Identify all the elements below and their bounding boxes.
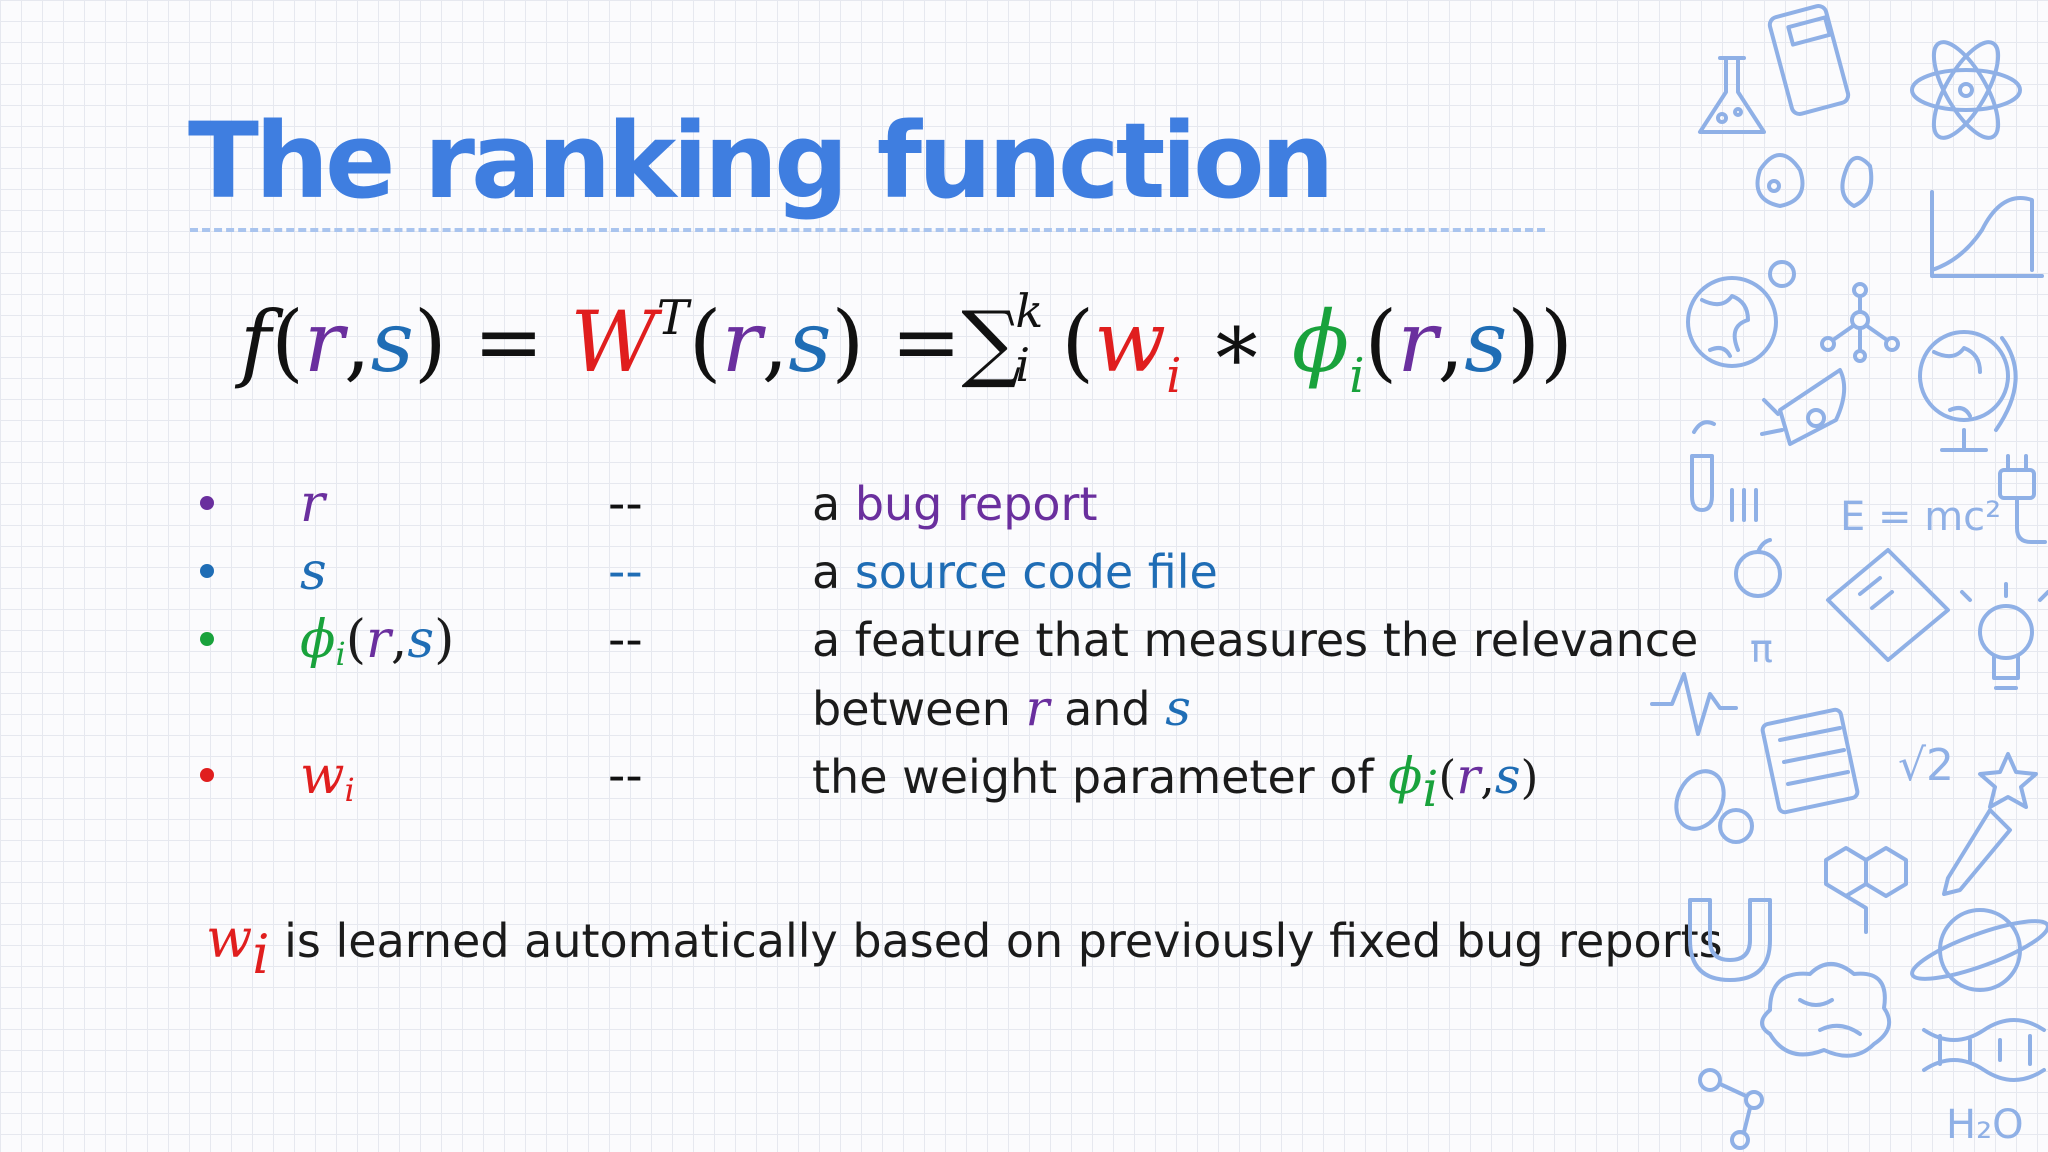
science-doodles-decoration: E = mc² π √2 [1650, 3, 2048, 1150]
definition-text: between r and s [812, 679, 1191, 737]
formula-times: ∗ [1181, 293, 1292, 391]
pills-icon [1674, 769, 1754, 844]
slide-title: The ranking function [188, 100, 1335, 222]
abacus-icon [1760, 707, 1860, 815]
formula-s: s [370, 293, 414, 391]
note-text: is learned automatically based on previo… [269, 914, 1723, 968]
formula-comma: , [761, 293, 789, 391]
sigma-symbol: ∑ [961, 293, 1022, 391]
atom-icon [1910, 40, 2022, 140]
definition-text: the weight parameter of ϕi(r,s) [812, 747, 1539, 818]
test-tube-icon [1690, 420, 1716, 512]
definition-symbol: s [300, 542, 327, 602]
pi-doodle: π [1750, 627, 1773, 671]
formula-r: r [303, 293, 345, 391]
formula-s: s [788, 293, 832, 391]
formula-paren: ) [831, 293, 865, 391]
sum-lower: i [1015, 338, 1031, 392]
definition-text: a feature that measures the relevance [812, 613, 1699, 667]
formula-equals: = [864, 293, 962, 391]
formula-s: s [1464, 293, 1508, 391]
globe-stand-icon [1918, 330, 2018, 452]
rocket-icon [1760, 368, 1847, 446]
definition-text: a source code file [812, 545, 1218, 599]
apple-icon [1730, 488, 1782, 598]
formula-weight-vector: W [570, 293, 657, 391]
magnet-icon [1688, 898, 1772, 982]
definition-dash: -- [608, 612, 643, 668]
globe-icon [1686, 260, 1796, 368]
formula-w: w [1094, 293, 1167, 391]
star-icon [1978, 752, 2038, 809]
h2o-doodle: H₂O [1946, 1102, 2024, 1148]
lightbulb-icon [1960, 582, 2048, 690]
flask-icon [1698, 56, 1766, 134]
definition-row-r: r -- a bug report [0, 474, 1700, 534]
definition-row-s: s -- a source code file [0, 542, 1700, 602]
definition-dash: -- [608, 748, 643, 804]
title-divider [190, 228, 1545, 232]
bullet-dot [200, 496, 214, 510]
brain-icon [1760, 962, 1892, 1058]
note-w: w [206, 907, 253, 970]
definition-dash: -- [608, 544, 643, 600]
definition-dash: -- [608, 476, 643, 532]
definition-row-phi-cont: between r and s [0, 678, 1700, 738]
formula-phi-sub: i [1349, 348, 1365, 404]
definition-row-w: wi -- the weight parameter of ϕi(r,s) [0, 746, 1700, 818]
formula-r: r [721, 293, 762, 391]
bullet-dot [200, 564, 214, 578]
bullet-dot [200, 632, 214, 646]
definition-text: a bug report [812, 477, 1098, 531]
formula-phi: ϕ [1291, 293, 1350, 391]
footnote: wi is learned automatically based on pre… [206, 907, 1723, 986]
definition-symbol: wi [300, 746, 355, 809]
plug-icon [1998, 454, 2047, 544]
heartbeat-icon [1650, 672, 1738, 736]
sqrt2-doodle: √2 [1898, 740, 1954, 791]
formula-transpose: T [656, 290, 689, 346]
book-icon [1826, 548, 1950, 662]
molecule-icon [1820, 282, 1900, 363]
formula-r: r [1397, 293, 1438, 391]
formula-equals: = [446, 293, 571, 391]
formula-w-sub: i [1166, 348, 1182, 404]
highlight-bug-report: bug report [854, 477, 1098, 531]
formula-comma: , [344, 293, 371, 391]
highlight-source-code-file: source code file [854, 545, 1218, 599]
formula-paren: ) [413, 293, 447, 391]
formula-paren: ( [1364, 293, 1398, 391]
definition-symbol: r [300, 474, 325, 534]
formula-paren: ( [1061, 293, 1095, 391]
definition-symbol: ϕi(r,s) [300, 610, 455, 673]
microbe-icon [1755, 153, 1874, 208]
formula-paren: ( [271, 293, 304, 391]
dna-icon [1922, 1018, 2046, 1082]
hexagon-molecule-icon [1824, 846, 1908, 934]
emc2-formula-doodle: E = mc² [1840, 494, 2001, 540]
formula-paren: ( [688, 293, 722, 391]
thermometer-icon [1942, 808, 2012, 896]
bullet-dot [200, 768, 214, 782]
formula-f: f [240, 293, 272, 391]
formula-paren: )) [1507, 293, 1573, 391]
sum-upper: k [1015, 284, 1044, 338]
planet-icon [1910, 908, 2048, 992]
definition-row-phi: ϕi(r,s) -- a feature that measures the r… [0, 610, 1700, 673]
molecule-chain-icon [1698, 1068, 1764, 1150]
formula-comma: , [1437, 293, 1465, 391]
graph-icon [1930, 190, 2044, 278]
calculator-icon [1767, 3, 1851, 117]
